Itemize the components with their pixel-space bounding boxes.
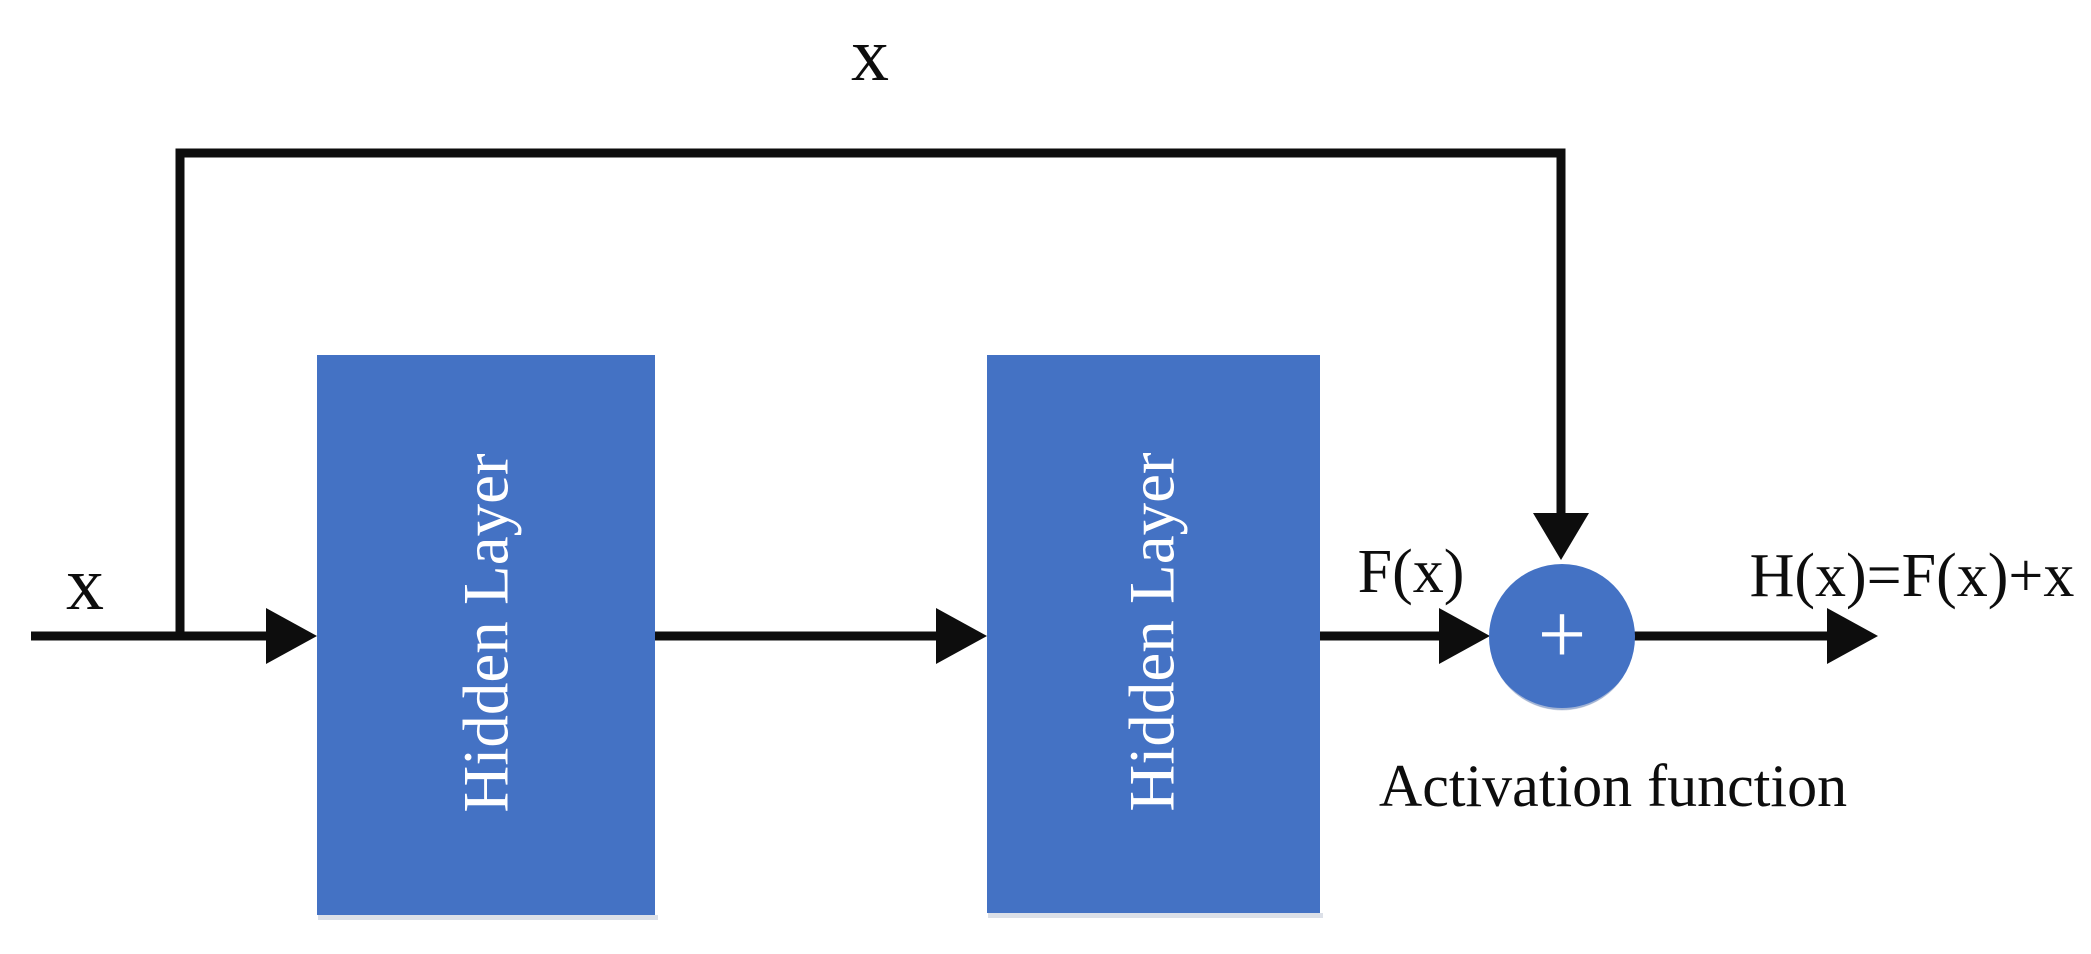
adder-circle — [1489, 564, 1635, 710]
adder-circle-shadow — [1500, 676, 1624, 711]
hidden-layer-1-box-shadow — [318, 915, 658, 920]
hidden1-to-hidden2-arrowhead-icon — [936, 608, 987, 664]
hidden-layer-1-label: Hidden Layer — [450, 453, 523, 813]
hidden-layer-2-box — [987, 355, 1320, 913]
output-arrowhead-icon — [1827, 608, 1878, 664]
hidden-layer-1-box — [317, 355, 655, 915]
output-equation-label: H(x)=F(x)+x — [1749, 542, 2075, 610]
skip-input-label: x — [851, 13, 889, 97]
skip-connection-arrowhead-icon — [1533, 513, 1589, 560]
input-label: x — [66, 542, 104, 626]
hidden-layer-2-label: Hidden Layer — [1116, 452, 1189, 812]
hidden2-to-adder-arrowhead-icon — [1439, 608, 1490, 664]
hidden-layer-2-box-shadow — [988, 913, 1323, 918]
plus-icon: + — [1537, 586, 1587, 682]
input-arrowhead-icon — [266, 608, 317, 664]
skip-connection-line — [175, 148, 1566, 636]
activation-function-caption: Activation function — [1378, 753, 1848, 819]
residual-function-label: F(x) — [1357, 538, 1465, 606]
